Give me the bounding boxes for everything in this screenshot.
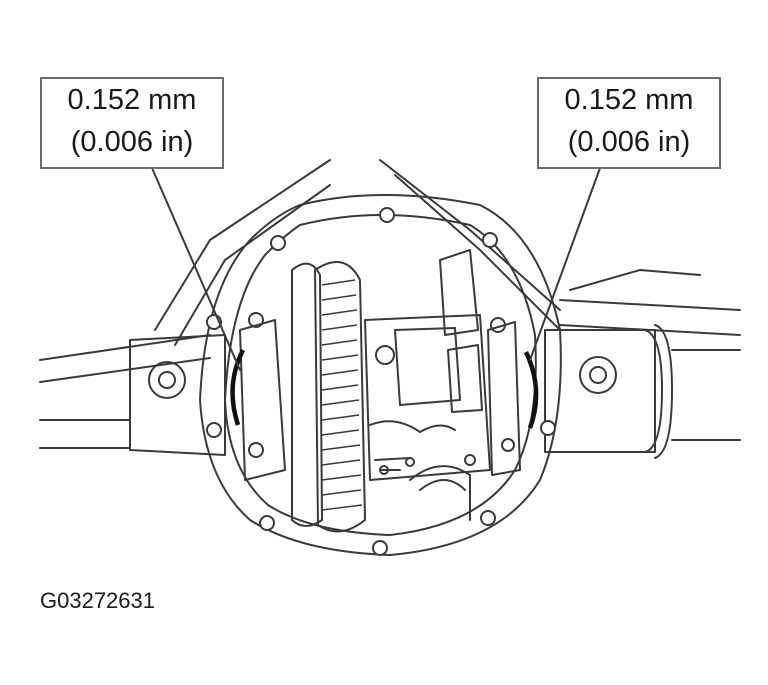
differential-case	[364, 249, 491, 521]
figure-id: G03272631	[40, 588, 155, 613]
axle-tubes	[39, 324, 741, 459]
callout-right-in: (0.006 in)	[567, 126, 691, 158]
callout-left-mm: 0.152 mm	[67, 84, 197, 116]
housing-outline	[199, 194, 562, 556]
callout-left-clearance: 0.152 mm (0.006 in)	[40, 77, 224, 169]
bearing-caps	[239, 319, 521, 481]
leader-lines	[151, 167, 601, 371]
callout-right-mm: 0.152 mm	[564, 84, 694, 116]
shim-marks	[230, 348, 539, 429]
ring-gear	[291, 261, 366, 533]
callout-left-in: (0.006 in)	[70, 126, 194, 158]
callout-right-clearance: 0.152 mm (0.006 in)	[537, 77, 721, 169]
frame-lines	[39, 159, 741, 383]
